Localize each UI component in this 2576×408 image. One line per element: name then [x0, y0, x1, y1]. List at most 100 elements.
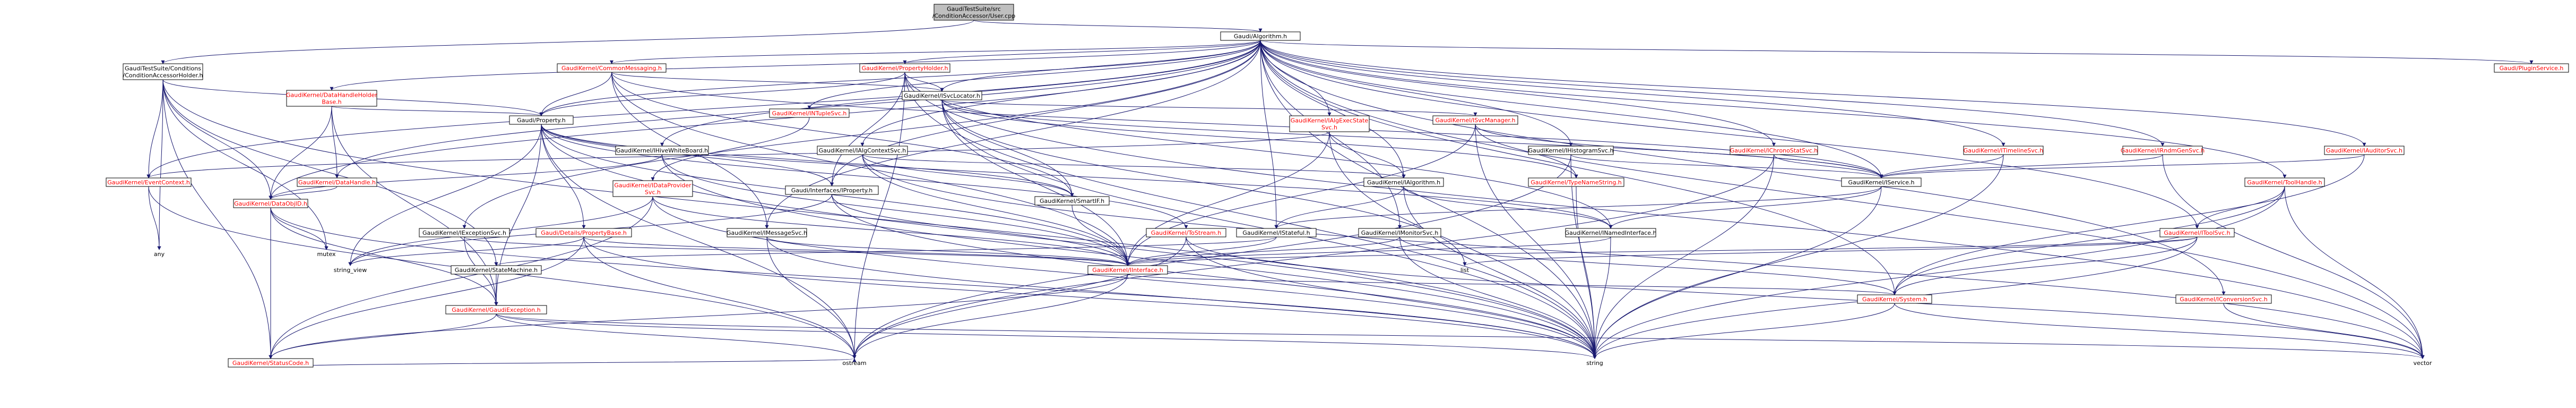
node-property_h[interactable]: Gaudi/Property.h [509, 115, 574, 125]
node-timelinesvc[interactable]: GaudiKernel/ITimelineSvc.h [1963, 146, 2044, 155]
node-label: Gaudi/PluginService.h [2500, 65, 2564, 72]
node-gaudiexception[interactable]: GaudiKernel/GaudiException.h [445, 305, 547, 314]
include-edge [162, 79, 273, 200]
include-edge [1274, 186, 1882, 229]
node-label: GaudiKernel/IAlgExecState [1291, 117, 1369, 124]
node-typenamestring[interactable]: GaudiKernel/TypeNameString.h [1528, 177, 1624, 187]
node-svcmanager[interactable]: GaudiKernel/ISvcManager.h [1432, 115, 1518, 125]
include-edge [1260, 40, 2006, 147]
node-commonmsg[interactable]: GaudiKernel/CommonMessaging.h [557, 63, 667, 73]
node-propholder[interactable]: GaudiKernel/PropertyHolder.h [859, 63, 950, 73]
node-itoolsvc[interactable]: GaudiKernel/IToolSvc.h [2159, 228, 2235, 237]
include-edge [662, 154, 1130, 266]
node-istateful[interactable]: GaudiKernel/IStateful.h [1236, 228, 1317, 237]
include-edge [1071, 205, 1130, 266]
node-messagesvc[interactable]: GaudiKernel/IMessageSvc.h [727, 228, 807, 237]
node-box [2175, 294, 2272, 304]
node-statemachine[interactable]: GaudiKernel/StateMachine.h [451, 265, 542, 275]
node-iinterface[interactable]: GaudiKernel/IInterface.h [1087, 265, 1168, 275]
node-dataobjid[interactable]: GaudiKernel/DataObjID.h [233, 199, 308, 208]
node-box [1087, 265, 1168, 275]
include-edge [973, 20, 1263, 32]
node-label: GaudiKernel/StateMachine.h [455, 267, 538, 274]
node-box [228, 358, 314, 368]
include-edge [146, 40, 1261, 178]
node-pluginsvc[interactable]: Gaudi/PluginService.h [2494, 63, 2569, 73]
include-edge [1879, 154, 2004, 178]
include-edge [269, 274, 1128, 359]
node-box [785, 185, 879, 195]
node-box [1528, 177, 1624, 187]
node-iproperty[interactable]: Gaudi/Interfaces/IProperty.h [785, 185, 879, 195]
node-iservice[interactable]: GaudiKernel/IService.h [1841, 177, 1922, 187]
node-label: GaudiKernel/IStateful.h [1242, 230, 1310, 236]
node-hivewb[interactable]: GaudiKernel/IHiveWhiteBoard.h [615, 146, 709, 155]
node-box [2122, 146, 2203, 155]
node-label: GaudiKernel/IMonitorSvc.h [1361, 230, 1439, 236]
include-edge [651, 117, 810, 181]
node-ostream: ostream [842, 360, 866, 367]
node-label: vector [2414, 360, 2432, 367]
node-label: GaudiKernel/TypeNameString.h [1531, 179, 1622, 186]
node-label: GaudiKernel/GaudiException.h [452, 307, 540, 313]
node-rndmgen[interactable]: GaudiKernel/IRndmGenSvc.h [2121, 146, 2205, 155]
include-edge [1127, 274, 1897, 295]
include-edge [464, 236, 1130, 266]
node-algorithm[interactable]: Gaudi/Algorithm.h [1220, 31, 1301, 41]
include-edge [541, 124, 1188, 229]
include-edge [496, 313, 1597, 359]
node-textream[interactable]: GaudiKernel/ToStream.h [1146, 228, 1226, 237]
node-box [769, 108, 850, 118]
node-datahandle[interactable]: GaudiKernel/DataHandle.h [297, 177, 377, 187]
node-conversionsvc[interactable]: GaudiKernel/IConversionSvc.h [2175, 294, 2272, 304]
node-statuscode[interactable]: GaudiKernel/StatusCode.h [228, 358, 314, 368]
node-imonitorsvc[interactable]: GaudiKernel/IMonitorSvc.h [1358, 228, 1441, 237]
node-ialgorithm[interactable]: GaudiKernel/IAlgorithm.h [1363, 177, 1444, 187]
node-box [445, 305, 547, 314]
include-edge [904, 72, 2425, 359]
include-edge [1399, 236, 1897, 295]
node-chronostat[interactable]: GaudiKernel/IChronoStatSvc.h [1730, 146, 1818, 155]
node-label: GaudiKernel/IExceptionSvc.h [422, 230, 506, 236]
node-eventcontext[interactable]: GaudiKernel/EventContext.h [106, 177, 192, 187]
include-edge [1593, 186, 1882, 359]
include-edge [269, 196, 653, 359]
node-root[interactable]: GaudiTestSuite/src/ConditionAccessor/Use… [932, 4, 1015, 21]
node-label: GaudiKernel/INTupleSvc.h [772, 110, 847, 117]
node-label: GaudiKernel/IAuditorSvc.h [2326, 147, 2402, 154]
include-edge [1593, 154, 1774, 359]
include-edge [1879, 154, 2163, 178]
node-system[interactable]: GaudiKernel/System.h [1857, 294, 1932, 304]
include-edge [541, 124, 1130, 266]
node-histosvc[interactable]: GaudiKernel/IHistogramSvc.h [1528, 146, 1614, 155]
node-box [615, 146, 709, 155]
node-inamedif[interactable]: GaudiKernel/INamedInterface.h [1565, 228, 1657, 237]
include-edge [1260, 40, 2533, 64]
node-label: GaudiKernel/System.h [1862, 296, 1927, 303]
node-exceptionsvc[interactable]: GaudiKernel/IExceptionSvc.h [419, 228, 510, 237]
node-toolhandle[interactable]: GaudiKernel/ToolHandle.h [2244, 177, 2325, 187]
node-details[interactable]: Gaudi/Details/PropertyBase.h [535, 228, 632, 237]
include-edge [852, 72, 905, 359]
node-svclocator[interactable]: GaudiKernel/ISvcLocator.h [902, 91, 982, 100]
node-algcontext[interactable]: GaudiKernel/IAlgContextSvc.h [817, 146, 908, 155]
node-condholder[interactable]: GaudiTestSuite/Conditions/ConditionAcces… [123, 63, 203, 80]
node-label: GaudiKernel/IAlgContextSvc.h [819, 147, 906, 154]
include-edge [1463, 236, 2198, 266]
node-box [1358, 228, 1441, 237]
node-box [419, 228, 510, 237]
include-edge [146, 79, 163, 178]
include-edge [496, 313, 2424, 359]
include-edge [1260, 40, 1597, 359]
node-smartif[interactable]: GaudiKernel/SmartIF.h [1034, 196, 1110, 206]
include-edge [331, 106, 543, 116]
node-any: any [154, 251, 165, 258]
node-auditorsvc[interactable]: GaudiKernel/IAuditorSvc.h [2324, 146, 2405, 155]
node-label: any [154, 251, 165, 258]
include-edge [1186, 236, 2425, 359]
node-box [1289, 115, 1370, 132]
node-ntuplesvc[interactable]: GaudiKernel/INTupleSvc.h [769, 108, 850, 118]
